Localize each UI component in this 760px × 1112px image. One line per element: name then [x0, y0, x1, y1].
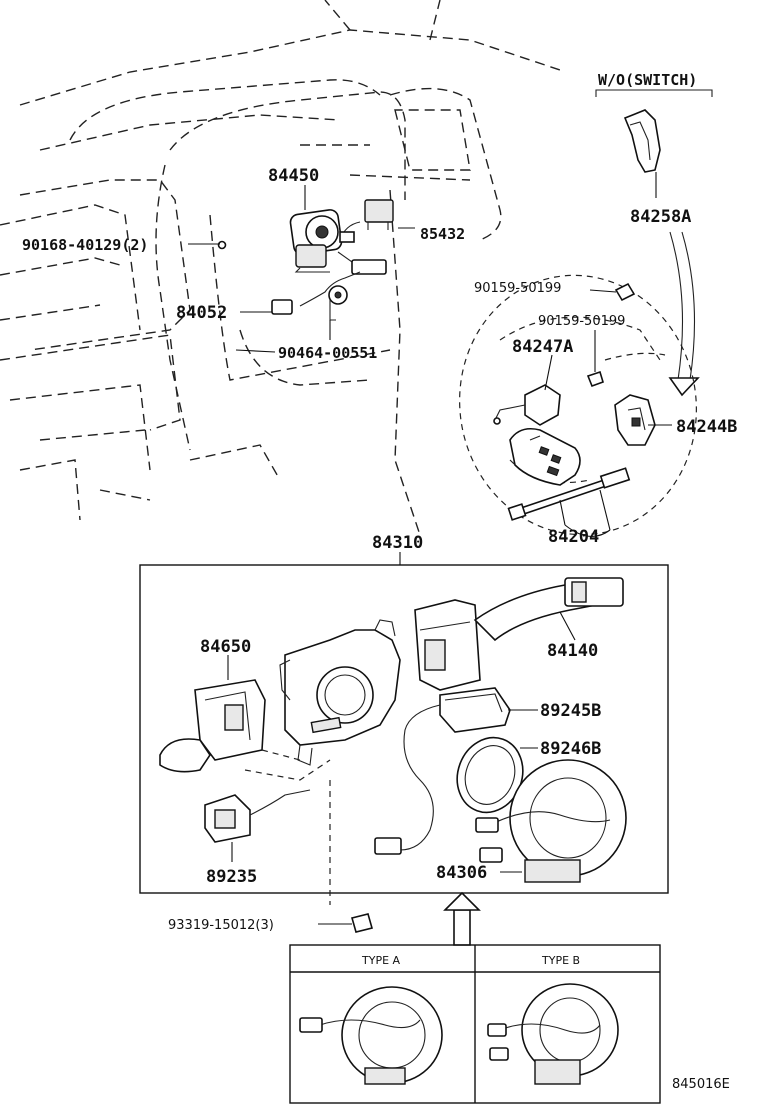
figure-code: 845016E — [672, 1077, 730, 1092]
label-84247A: 84247A — [512, 337, 573, 357]
steering-switch-right — [614, 394, 656, 446]
label-84140: 84140 — [547, 641, 598, 661]
spiral-cable-84306 — [475, 759, 627, 883]
wire-harness-84204 — [507, 467, 631, 537]
label-84258A: 84258A — [630, 207, 691, 227]
arrow-cover-to-wheel — [668, 231, 700, 397]
ignition-switch-assembly — [217, 199, 394, 275]
label-wo-switch: W/O(SWITCH) — [598, 71, 697, 89]
label-84650: 84650 — [200, 637, 251, 657]
assembly-dashlines — [244, 749, 331, 905]
turn-signal-switch-84140 — [414, 577, 624, 691]
wiper-switch-84650 — [159, 655, 266, 773]
label-90464-00551: 90464-00551 — [278, 344, 377, 362]
label-84204: 84204 — [548, 527, 599, 547]
steering-wheel-outline — [459, 274, 697, 536]
screws-wheel — [586, 282, 636, 388]
label-89245B: 89245B — [540, 701, 601, 721]
label-type-a: TYPE A — [361, 954, 401, 967]
label-93319-15012: 93319-15012(3) — [168, 918, 274, 933]
dashboard-outline — [0, 0, 561, 536]
label-type-b: TYPE B — [541, 954, 580, 967]
label-85432: 85432 — [420, 225, 465, 243]
screw-93319 — [318, 913, 373, 933]
spiral-cable-type-a — [299, 986, 443, 1085]
type-variants-box — [289, 944, 661, 1104]
label-84244B: 84244B — [676, 417, 737, 437]
label-84306: 84306 — [436, 863, 487, 883]
leaders-top-left — [188, 185, 415, 353]
switch-less-cover — [595, 89, 713, 198]
label-89246B: 89246B — [540, 739, 601, 759]
key-light-harness — [271, 271, 361, 321]
label-89235: 89235 — [206, 867, 257, 887]
steering-switch-left — [493, 384, 581, 486]
spiral-cable-type-b — [487, 983, 619, 1085]
sensor-ring-89246B — [456, 736, 538, 814]
label-90168-40129: 90168-40129(2) — [22, 236, 148, 254]
label-90159-50199-b: 90159-50199 — [538, 314, 625, 329]
label-84450: 84450 — [268, 166, 319, 186]
combination-switch-frame — [139, 564, 669, 894]
switch-89235 — [204, 789, 311, 862]
leaders-wheel — [544, 354, 672, 426]
label-90159-50199-a: 90159-50199 — [474, 281, 561, 296]
label-84052: 84052 — [176, 303, 227, 323]
label-84310: 84310 — [372, 533, 423, 553]
ecu-89245B — [374, 687, 538, 855]
switch-bracket-84310 — [279, 619, 401, 766]
arrow-types-to-cable — [443, 891, 481, 946]
